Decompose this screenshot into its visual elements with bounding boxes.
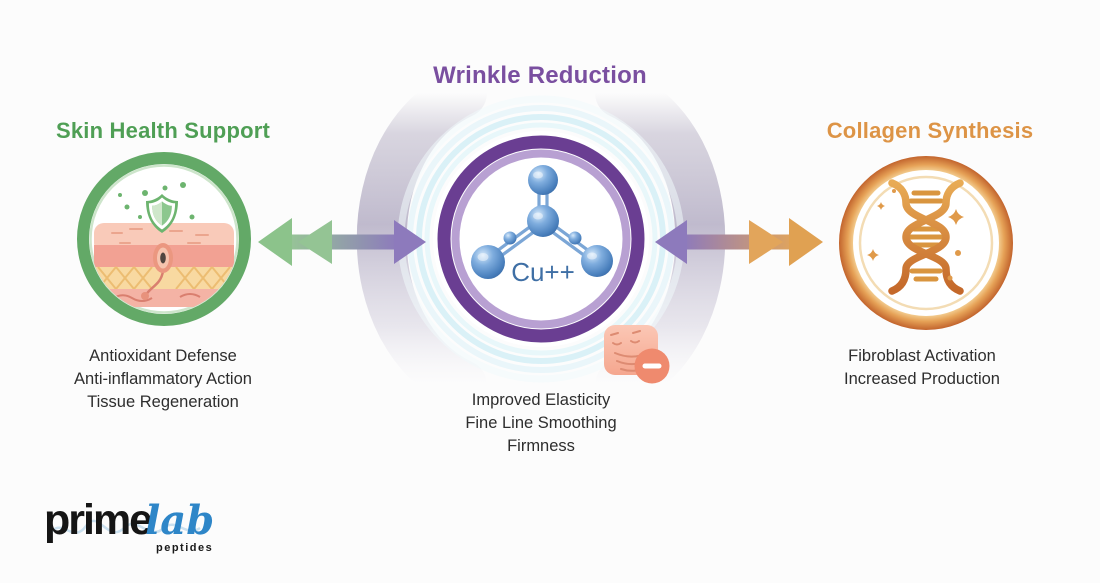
right-panel-title: Collagen Synthesis [826,118,1034,143]
benefit-line: Firmness [507,437,575,455]
sparkle-stars [867,189,964,281]
right-benefits-list: Fibroblast Activation Increased Producti… [772,345,1072,391]
logo-peptides-text: peptides [156,542,214,554]
left-benefits-list: Antioxidant Defense Anti-inflammatory Ac… [13,345,313,414]
benefit-line: Antioxidant Defense [89,347,237,365]
dna-helix-icon [867,179,964,295]
wrinkle-face-minus-icon [604,325,670,384]
left-badge-graphic [77,152,251,326]
brand-logo: primelab peptides [44,496,264,558]
benefit-line: Fibroblast Activation [848,347,996,365]
logo-script-underlay [46,519,201,539]
logo-lab-text: lab [145,497,215,544]
benefit-line: Anti-inflammatory Action [74,370,252,388]
benefit-line: Increased Production [844,370,1000,388]
purple-orange-double-arrow-icon [655,218,823,266]
sparkle-dots [118,182,195,220]
logo-prime-text: prime [44,496,153,544]
left-panel-title: Skin Health Support [55,118,271,143]
shield-icon [146,194,178,233]
benefit-line: Tissue Regeneration [87,393,239,411]
center-benefits-list: Improved Elasticity Fine Line Smoothing … [391,389,691,458]
cu-ion-label: Cu++ [511,257,575,287]
benefit-line: Fine Line Smoothing [465,414,617,432]
green-purple-double-arrow-icon [258,218,426,266]
benefit-line: Improved Elasticity [471,391,611,409]
right-badge-graphic [839,156,1013,330]
copper-molecule-icon: Cu++ [471,165,613,287]
purple-ring [437,135,645,343]
